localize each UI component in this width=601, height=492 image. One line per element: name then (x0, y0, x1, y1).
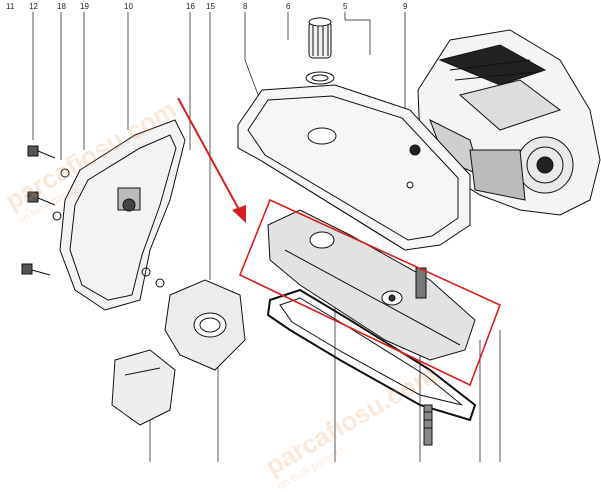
valve-cover (237, 84, 471, 251)
gasket (266, 288, 477, 422)
callout-6: 6 (286, 2, 291, 11)
highlight-arrow (177, 97, 246, 223)
callout-15: 15 (206, 2, 215, 11)
callout-11: 11 (6, 2, 15, 11)
stud (423, 404, 433, 446)
exploded-view-drawing (21, 12, 601, 462)
callout-16: 16 (186, 2, 195, 11)
highlight-box (238, 198, 502, 387)
callout-9: 9 (403, 2, 408, 11)
outlet-housing (164, 279, 246, 371)
filler-cap (305, 17, 335, 85)
bolts-left (21, 145, 165, 288)
callout-10: 10 (124, 2, 133, 11)
callout-5: 5 (343, 2, 348, 11)
timing-cover (59, 119, 186, 311)
highlighted-part (267, 209, 476, 361)
callout-8: 8 (243, 2, 248, 11)
callout-12: 12 (29, 2, 38, 11)
callout-18: 18 (57, 2, 66, 11)
bracket (111, 349, 176, 426)
callout-19: 19 (80, 2, 89, 11)
